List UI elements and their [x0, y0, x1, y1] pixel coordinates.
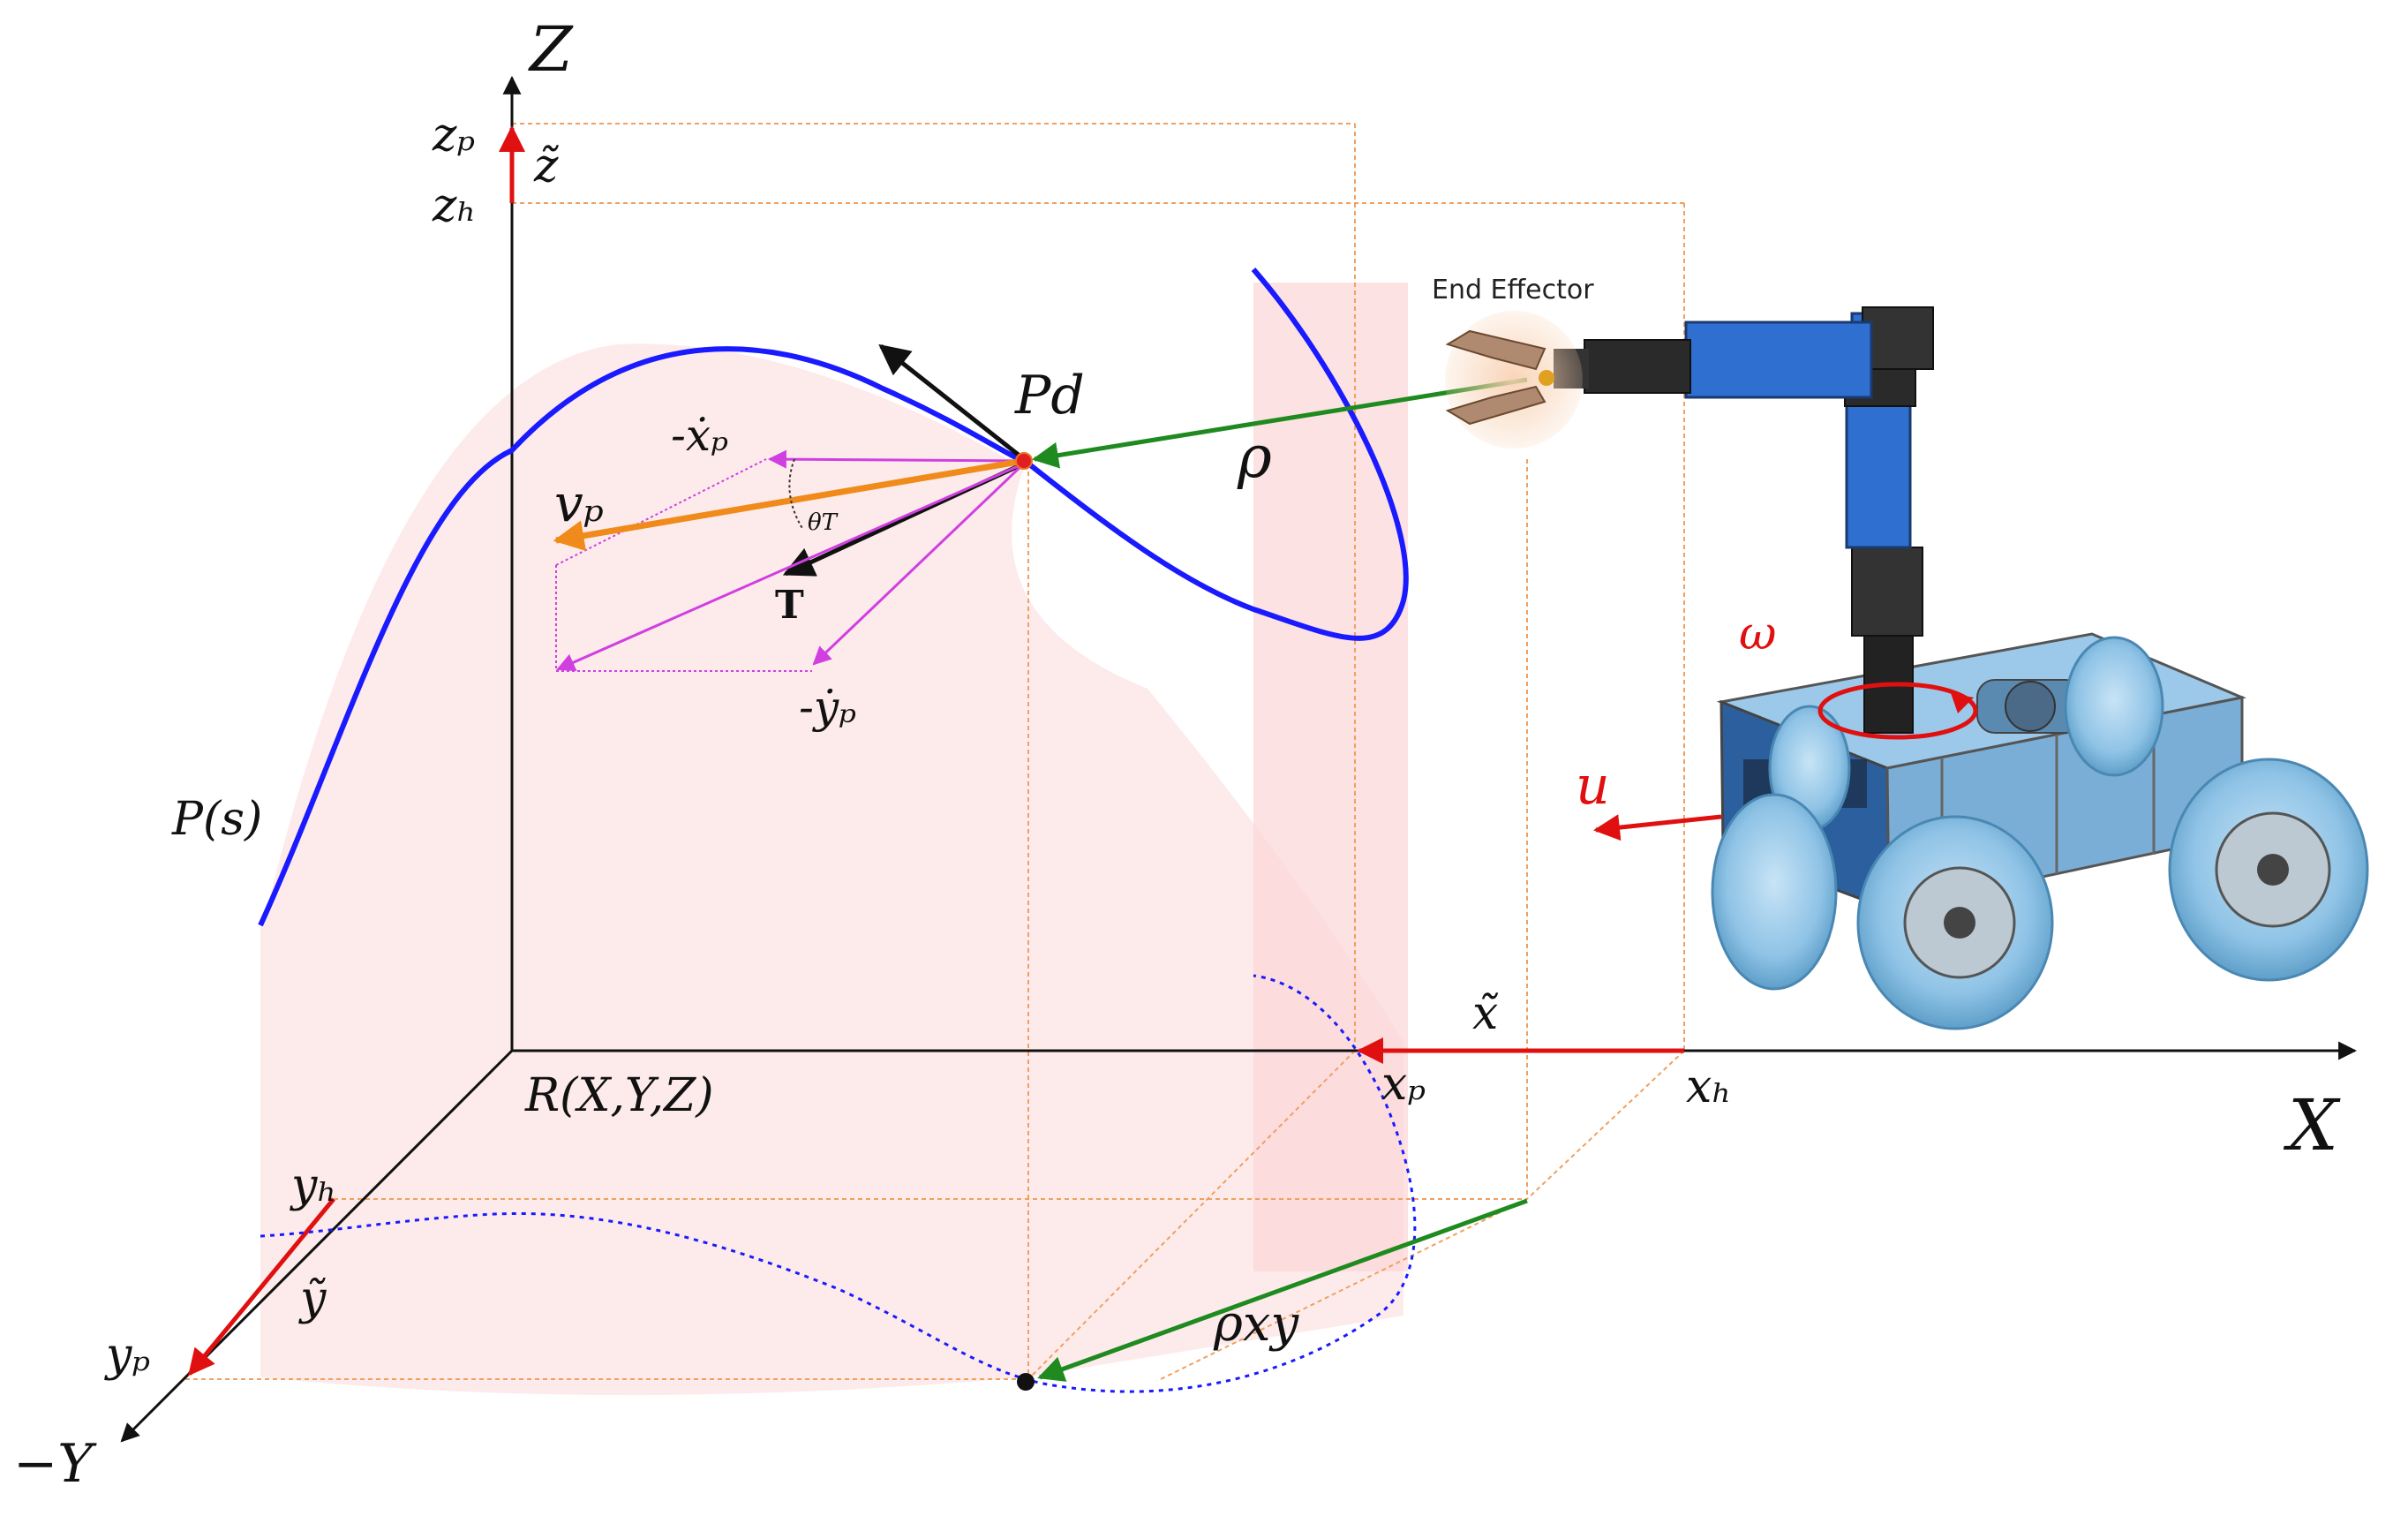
neg-y-axis-label: −Y	[13, 1433, 97, 1495]
omega-rotation-ring	[1817, 682, 1978, 740]
x-p-label: xₚ	[1381, 1058, 1426, 1111]
x-tilde-label: x̃	[1472, 987, 1499, 1040]
pd-projection-point	[1017, 1373, 1035, 1391]
rho-xy-label: ρxy	[1213, 1295, 1300, 1353]
z-tilde-label: z̃	[533, 140, 559, 192]
vectors-at-pd	[553, 343, 1528, 1391]
desired-path	[258, 268, 1417, 1393]
pd-label: Pd	[1014, 365, 1085, 426]
rho-arrow	[1032, 377, 1528, 469]
pd-point	[1015, 452, 1033, 470]
x-h-label: xₕ	[1686, 1060, 1732, 1113]
rho-label: ρ	[1237, 423, 1272, 491]
component-parallelogram	[555, 458, 812, 672]
theta-arc	[788, 458, 804, 531]
rho-xy-arrow	[1037, 1198, 1528, 1382]
theta-label: θT	[808, 509, 839, 536]
z-h-label: zₕ	[432, 179, 477, 232]
projected-path-curve	[260, 974, 1417, 1393]
y-p-label: yₚ	[104, 1329, 150, 1382]
path-curve	[258, 268, 1409, 927]
u-arrow	[1593, 814, 1722, 841]
frame-label: R(X,Y,Z)	[524, 1069, 714, 1122]
end-effector-label: End Effector	[1432, 275, 1594, 305]
z-p-label: zₚ	[432, 109, 475, 162]
gripper-top	[1445, 329, 1546, 371]
diag-mag-arrow	[556, 462, 1025, 671]
x-axis-label: X	[2283, 1084, 2341, 1166]
labels: Z X −Y zₚ z̃ zₕ xₚ x̃ xₕ yₕ ỹ yₚ R(X,Y,Z…	[13, 13, 2341, 1495]
tangent-label: T	[775, 583, 804, 628]
wheel-back-right	[2064, 636, 2164, 777]
arm-wrist	[1584, 339, 1691, 394]
omega-label: ω	[1739, 607, 1776, 660]
neg-xdot-label: -ẋₚ	[671, 410, 728, 461]
velocity-label: vₚ	[554, 473, 604, 533]
u-label: u	[1576, 755, 1610, 817]
arm-lower-link	[1845, 396, 1912, 549]
y-axis-line	[120, 1049, 514, 1443]
neg-ydot-label: -ẏₚ	[799, 682, 856, 733]
path-label: P(s)	[171, 793, 262, 846]
guide-lines	[185, 123, 1685, 1380]
shaded-regions	[260, 283, 1408, 1395]
z-axis-label: Z	[528, 13, 574, 86]
mobile-manipulator	[1445, 306, 2369, 1030]
velocity-arrow	[553, 457, 1025, 551]
y-h-label: yₕ	[290, 1159, 337, 1212]
end-effector-glow	[1445, 311, 1583, 449]
y-tilde-label: ỹ	[298, 1272, 327, 1325]
gripper-bottom	[1445, 385, 1546, 426]
arm-base	[1863, 630, 1914, 734]
neg-xdot-arrow	[767, 449, 1025, 469]
wheel-front-left	[1711, 793, 1838, 991]
arm-forearm	[1684, 321, 1873, 399]
normal-arrow	[878, 343, 1026, 461]
error-arrows	[188, 125, 1684, 1376]
y-error-arrow	[188, 1197, 335, 1376]
arm-lower-joint	[1851, 547, 1923, 637]
neg-ydot-arrow	[812, 462, 1026, 666]
arm-shoulder	[1862, 306, 1934, 370]
